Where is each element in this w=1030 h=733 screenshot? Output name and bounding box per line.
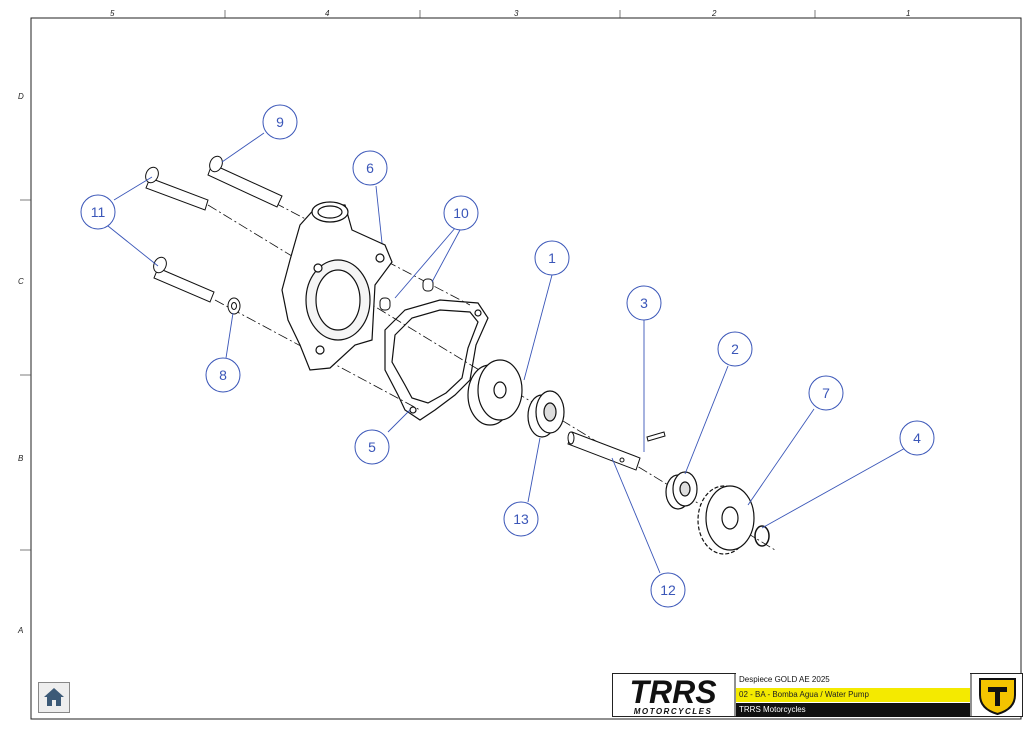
callout-12 xyxy=(650,572,686,608)
zone-row-a: A xyxy=(18,626,24,635)
part-pump-cover-6 xyxy=(281,201,393,371)
callout-label-7: 7 xyxy=(822,385,830,401)
title-block: TRRS MOTORCYCLES Despiece GOLD AE 2025 0… xyxy=(612,673,1023,717)
callout-10 xyxy=(443,195,479,231)
callout-3 xyxy=(626,285,662,321)
home-button[interactable] xyxy=(38,682,70,713)
callout-1 xyxy=(534,240,570,276)
callout-2 xyxy=(717,331,753,367)
logo-sub-text: MOTORCYCLES xyxy=(634,707,713,716)
trrs-logo-graphic: TRRS MOTORCYCLES xyxy=(629,674,717,716)
callout-label-12: 12 xyxy=(660,582,676,598)
zone-ticks xyxy=(20,10,816,551)
callout-label-8: 8 xyxy=(219,367,227,383)
part-impeller-1 xyxy=(467,359,523,426)
part-washer-8 xyxy=(227,297,241,315)
callout-label-4: 4 xyxy=(913,430,921,446)
callout-label-10: 10 xyxy=(453,205,469,221)
callout-5 xyxy=(354,429,390,465)
zone-col-5: 5 xyxy=(110,9,115,18)
section-title: 02 - BA - Bomba Agua / Water Pump xyxy=(736,688,970,702)
zone-row-d: D xyxy=(18,92,24,101)
part-pin-3 xyxy=(646,431,666,442)
part-bolt-9 xyxy=(207,155,283,208)
callout-8 xyxy=(205,357,241,393)
callout-9 xyxy=(262,104,298,140)
zone-col-4: 4 xyxy=(325,9,330,18)
callout-label-9: 9 xyxy=(276,114,284,130)
callout-label-2: 2 xyxy=(731,341,739,357)
part-bolt-11-lower xyxy=(153,256,215,303)
part-gasket-5 xyxy=(384,299,489,421)
company-name: TRRS Motorcycles xyxy=(736,703,970,717)
callout-circles xyxy=(80,104,935,608)
zone-row-b: B xyxy=(18,454,24,463)
part-bearing-2 xyxy=(665,471,698,510)
zone-col-3: 3 xyxy=(514,9,519,18)
callout-label-6: 6 xyxy=(366,160,374,176)
callout-labels: 1 2 3 4 5 6 7 8 9 10 11 12 13 xyxy=(91,114,921,598)
zone-row-c: C xyxy=(18,277,24,286)
sheet-border xyxy=(30,17,1022,720)
zone-col-2: 2 xyxy=(712,9,717,18)
callout-label-1: 1 xyxy=(548,250,556,266)
zone-col-1: 1 xyxy=(906,9,911,18)
trrs-shield-icon xyxy=(972,673,1023,717)
part-set-title: Despiece GOLD AE 2025 xyxy=(736,673,970,687)
callout-label-3: 3 xyxy=(640,295,648,311)
part-dowels-10 xyxy=(379,278,434,311)
part-shaft-12 xyxy=(567,431,641,471)
callout-13 xyxy=(503,501,539,537)
logo-main-text: TRRS xyxy=(629,674,717,710)
callout-label-13: 13 xyxy=(513,511,529,527)
part-circlip-4 xyxy=(754,525,770,547)
callout-6 xyxy=(352,150,388,186)
part-gear-7 xyxy=(697,485,755,555)
home-icon xyxy=(44,688,64,706)
callout-4 xyxy=(899,420,935,456)
callout-11 xyxy=(80,194,116,230)
leader-lines xyxy=(107,132,908,574)
part-bearing-13 xyxy=(527,390,565,438)
callout-label-5: 5 xyxy=(368,439,376,455)
callout-label-11: 11 xyxy=(91,204,106,220)
part-bolt-11-upper xyxy=(145,166,209,211)
callout-7 xyxy=(808,375,844,411)
trrs-logo: TRRS MOTORCYCLES xyxy=(612,673,735,717)
